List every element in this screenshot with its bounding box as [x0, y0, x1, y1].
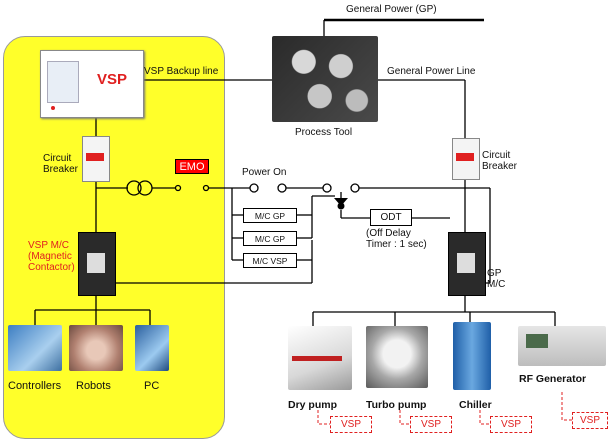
- vsp-backup-line-label: VSP Backup line: [144, 66, 219, 77]
- rf-generator-image: [518, 326, 606, 366]
- vsp-unit-led: [51, 106, 55, 110]
- mc-gp-box-2: M/C GP: [243, 231, 297, 246]
- controllers-image: [8, 325, 62, 371]
- gp-mc-label: GP M/C: [487, 268, 506, 290]
- chiller-label: Chiller: [459, 399, 492, 411]
- vsp-tag-chiller: VSP: [490, 416, 532, 433]
- breaker-left-toggles: [86, 153, 104, 161]
- circuit-breaker-left-label: Circuit Breaker: [43, 153, 79, 175]
- process-tool-label: Process Tool: [295, 127, 353, 138]
- dry-pump-stripe: [292, 356, 342, 361]
- vsp-tag-dry-pump: VSP: [330, 416, 372, 433]
- chiller-image: [453, 322, 491, 390]
- vsp-tag-turbo-pump: VSP: [410, 416, 452, 433]
- robots-image: [69, 325, 123, 371]
- vsp-unit: VSP: [40, 50, 144, 118]
- gp-magnetic-contactor: [448, 232, 486, 296]
- circuit-breaker-right: [452, 138, 480, 180]
- vsp-unit-label: VSP: [97, 71, 128, 88]
- power-on-label: Power On: [242, 167, 287, 178]
- general-power-label: General Power (GP): [346, 4, 437, 15]
- turbo-pump-label: Turbo pump: [366, 399, 427, 411]
- dry-pump-image: [288, 326, 352, 390]
- vsp-mc-label: VSP M/C (Magnetic Contactor): [28, 240, 75, 273]
- vsp-unit-panel: [47, 61, 79, 103]
- mc-gp-box-1: M/C GP: [243, 208, 297, 223]
- circuit-breaker-left: [82, 136, 110, 182]
- breaker-right-toggles: [456, 153, 474, 161]
- pc-image: [135, 325, 169, 371]
- process-tool-image: [272, 36, 378, 122]
- rf-generator-display: [526, 334, 548, 348]
- vsp-magnetic-contactor: [78, 232, 116, 296]
- odt-box: ODT: [370, 209, 412, 226]
- odt-note: (Off Delay Timer : 1 sec): [366, 228, 427, 250]
- circuit-breaker-right-label: Circuit Breaker: [482, 150, 518, 172]
- general-power-line-label: General Power Line: [387, 66, 476, 77]
- mc-vsp-box: M/C VSP: [243, 253, 297, 268]
- emo-box: EMO: [175, 159, 209, 174]
- pc-label: PC: [144, 380, 160, 392]
- rf-generator-label: RF Generator: [519, 373, 587, 385]
- turbo-pump-image: [366, 326, 428, 388]
- vsp-tag-rf-generator: VSP: [572, 412, 608, 429]
- controllers-label: Controllers: [8, 380, 62, 392]
- gp-mc-face: [457, 253, 475, 273]
- dry-pump-label: Dry pump: [288, 399, 338, 411]
- robots-label: Robots: [76, 380, 111, 392]
- vsp-mc-face: [87, 253, 105, 273]
